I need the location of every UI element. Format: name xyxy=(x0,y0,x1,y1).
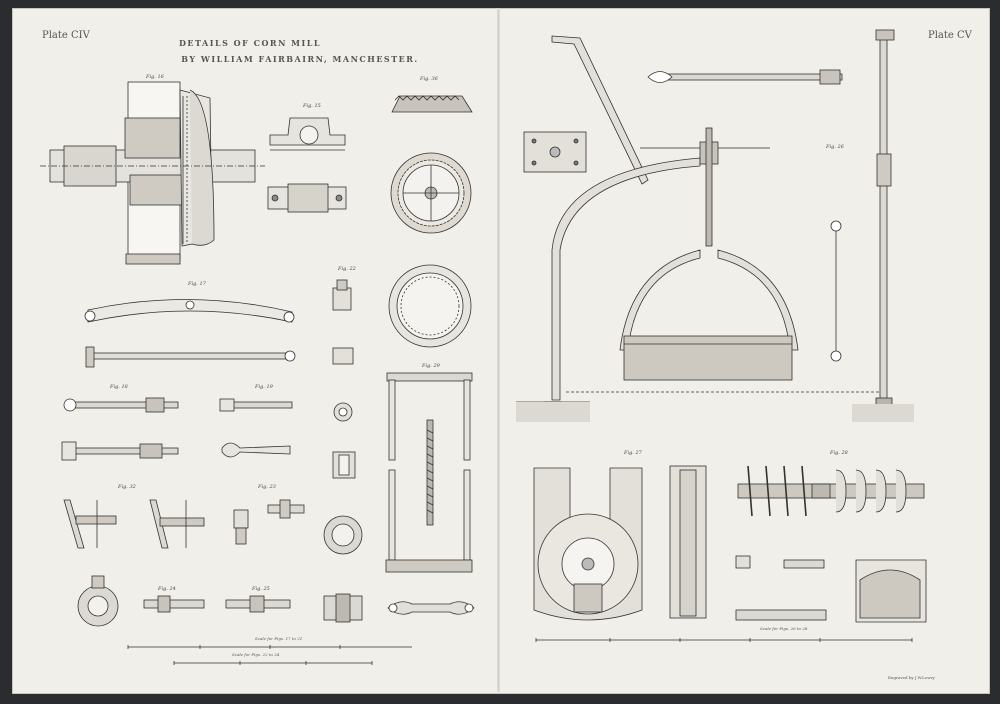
fig28-screw-conveyor: Fig. 28 xyxy=(735,450,927,623)
fig15-bearing: Fig. 15 xyxy=(267,103,347,213)
fig16-shaft-assembly: Fig. 16 xyxy=(40,74,265,265)
fig23-label: Fig. 23 xyxy=(257,484,276,490)
engraver-credit: Engraved by J.W.Lowry xyxy=(888,675,935,680)
fig27-label: Fig. 27 xyxy=(623,450,643,456)
plate-number-right: Plate CV xyxy=(928,30,972,41)
fig26-crane: Fig. 26 xyxy=(516,35,880,422)
fig25-bolt: Fig. 25 xyxy=(225,586,475,623)
fig17-lever: Fig. 17 xyxy=(84,281,296,368)
bearing-plate xyxy=(523,131,587,173)
fig22-small-parts: Fig. 22 xyxy=(332,266,356,479)
fig22-top-label: Fig. 22 xyxy=(337,266,356,272)
fig26-label: Fig. 26 xyxy=(825,144,845,150)
fig19-label: Fig. 19 xyxy=(254,384,274,390)
left-scale-b-label: Scale for Figs. 22 to 24 xyxy=(232,652,280,657)
fig29-screw-frame: Fig. 29 xyxy=(323,363,473,573)
crane-post xyxy=(830,29,914,422)
ring-part xyxy=(388,264,472,348)
plate-subtitle: BY WILLIAM FAIRBAIRN, MANCHESTER. xyxy=(181,54,419,64)
fig25-label: Fig. 25 xyxy=(251,586,270,592)
center-fold xyxy=(497,8,500,692)
fig32-brackets: Fig. 32 xyxy=(63,484,205,549)
plate-title: DETAILS OF CORN MILL xyxy=(178,38,322,48)
left-scale-bars: Scale for Figs. 17 to 21 Scale for Figs.… xyxy=(127,636,412,665)
fig18-label: Fig. 18 xyxy=(109,384,128,390)
fig24-label: Fig. 24 xyxy=(157,586,176,592)
fig32-label: Fig. 32 xyxy=(117,484,136,490)
fig16-label: Fig. 16 xyxy=(145,74,165,80)
left-scale-a-label: Scale for Figs. 17 to 21 xyxy=(255,636,302,641)
fig23-small-parts: Fig. 23 xyxy=(233,484,305,545)
fig15-label: Fig. 15 xyxy=(302,103,321,109)
fig29-label: Fig. 29 xyxy=(421,363,441,369)
right-scale-label: Scale for Figs. 26 to 28 xyxy=(760,626,808,631)
fig28-label: Fig. 28 xyxy=(829,450,848,456)
tie-rod xyxy=(647,69,843,85)
fig36-label: Fig. 36 xyxy=(419,76,439,82)
plate-number-left: Plate CIV xyxy=(42,30,90,41)
fig36-gears: Fig. 36 xyxy=(390,76,473,234)
fig17-label: Fig. 17 xyxy=(187,281,207,287)
fig27-vat: Fig. 27 Scale for Figs. 26 to 28 xyxy=(533,450,913,642)
fig19-spanners: Fig. 19 xyxy=(219,384,293,458)
fig24-pulley: Fig. 24 xyxy=(77,575,205,627)
fig18-bolts: Fig. 18 xyxy=(61,384,179,461)
